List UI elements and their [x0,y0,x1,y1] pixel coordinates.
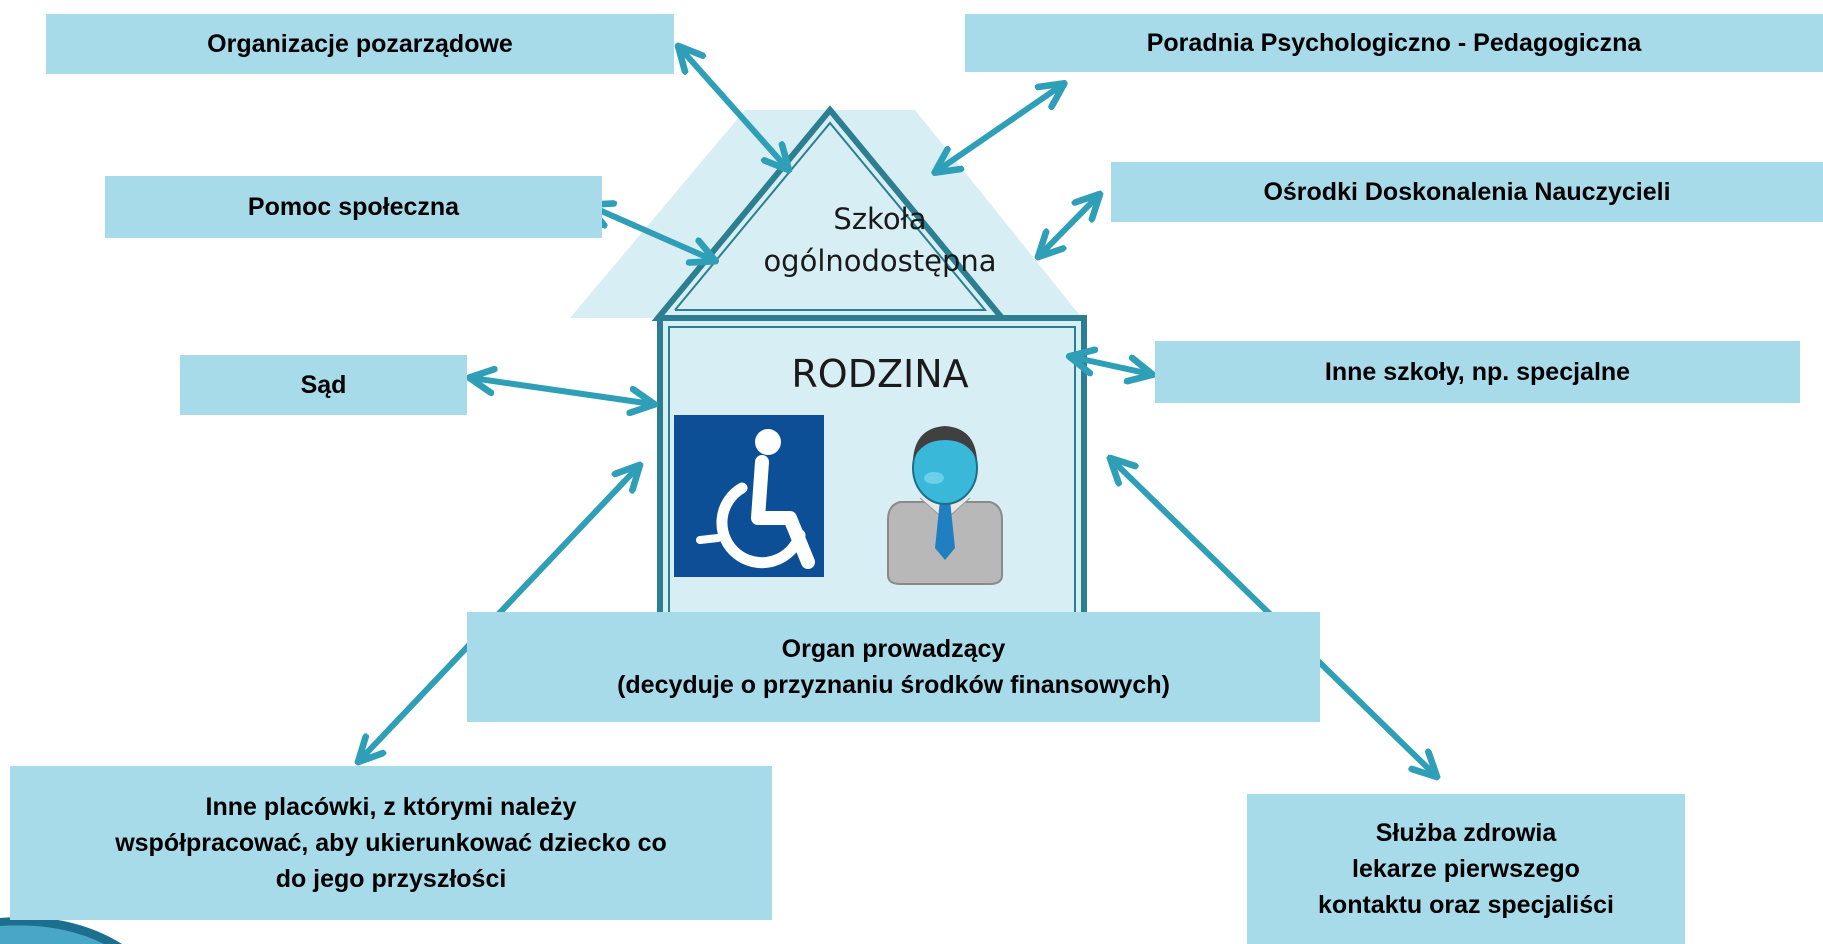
arrow-teacher-centers [1040,196,1098,255]
arrow-court [472,378,652,404]
house-roof-inner-line [674,121,988,311]
school-label-line1: Szkoła [833,202,927,236]
arrow-other-schools [1072,357,1150,374]
other-institutions-line3: do jego przyszłości [275,865,507,894]
health-service-line2: lekarze pierwszego [1352,854,1580,883]
node-counseling: Poradnia Psychologiczno - Pedagogiczna [965,14,1823,72]
school-label: Szkoła ogólnodostępna [760,198,1000,282]
node-other-schools: Inne szkoły, np. specjalne [1155,341,1800,403]
health-service-line3: kontaktu oraz specjaliści [1318,891,1614,920]
governing-body-line2: (decyduje o przyznaniu środków finansowy… [617,671,1170,699]
node-health-service: Służba zdrowia lekarze pierwszego kontak… [1247,794,1685,944]
arrow-ngo [680,48,787,168]
node-court: Sąd [180,355,467,415]
node-teacher-centers: Ośrodki Doskonalenia Nauczycieli [1111,162,1823,222]
other-institutions-line1: Inne placówki, z którymi należy [205,792,577,821]
family-label: RODZINA [791,352,969,396]
wheelchair-icon [674,415,824,577]
node-ngo: Organizacje pozarządowe [46,14,674,74]
school-label-line2: ogólnodostępna [763,244,997,279]
health-service-line1: Służba zdrowia [1375,818,1557,847]
other-institutions-line2: współpracować, aby ukierunkować dziecko … [115,828,667,857]
node-other-institutions: Inne placówki, z którymi należy współpra… [10,766,772,920]
node-social-help: Pomoc społeczna [105,176,602,238]
governing-body-line1: Organ prowadzący [781,634,1006,663]
arrow-social-help [590,206,713,260]
corner-decoration-highlight [0,925,104,944]
arrow-counseling [937,85,1062,171]
node-governing-body: Organ prowadzący (decyduje o przyznaniu … [467,612,1320,722]
person-icon [887,426,1003,585]
